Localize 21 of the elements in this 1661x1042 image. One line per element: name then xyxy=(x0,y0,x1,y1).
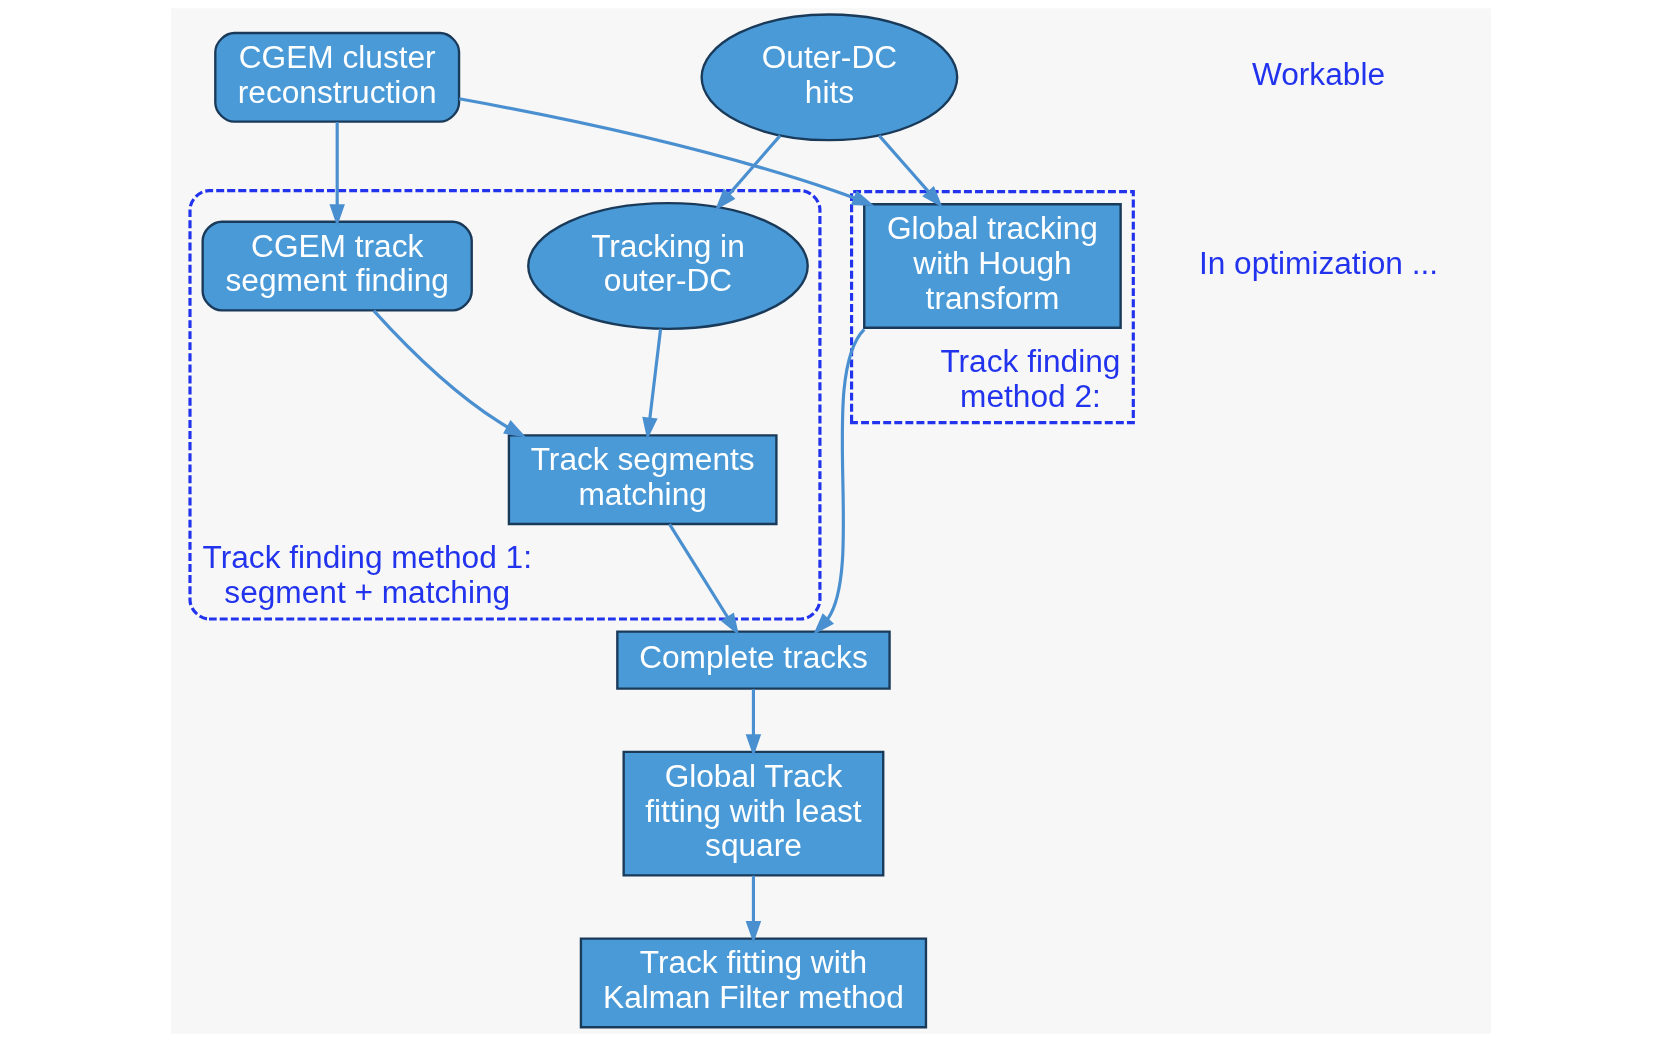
arrow xyxy=(372,309,526,438)
arrow xyxy=(745,689,761,757)
node-box: CGEM cluster reconstruction xyxy=(213,31,460,123)
arrow xyxy=(714,134,781,211)
node-ellipse: Outer-DC hits xyxy=(699,13,958,142)
node-box: Track fitting with Kalman Filter method xyxy=(579,937,927,1029)
node-box: Global tracking with Hough transform xyxy=(862,203,1122,329)
arrow xyxy=(641,328,662,440)
arrow xyxy=(328,121,345,227)
node-ellipse: Tracking in outer-DC xyxy=(526,202,809,331)
node-box: Complete tracks xyxy=(615,630,891,690)
legend-label: Workable xyxy=(1251,56,1385,93)
arrow xyxy=(745,875,761,944)
legend-label: In optimization ... xyxy=(1198,244,1438,281)
arrow xyxy=(667,523,739,636)
arrow xyxy=(458,97,874,207)
node-box: CGEM track segment finding xyxy=(200,220,473,312)
node-box: Track segments matching xyxy=(507,434,778,526)
arrow xyxy=(812,328,866,635)
node-box: Global Track fitting with least square xyxy=(621,750,884,877)
arrow xyxy=(877,134,943,208)
